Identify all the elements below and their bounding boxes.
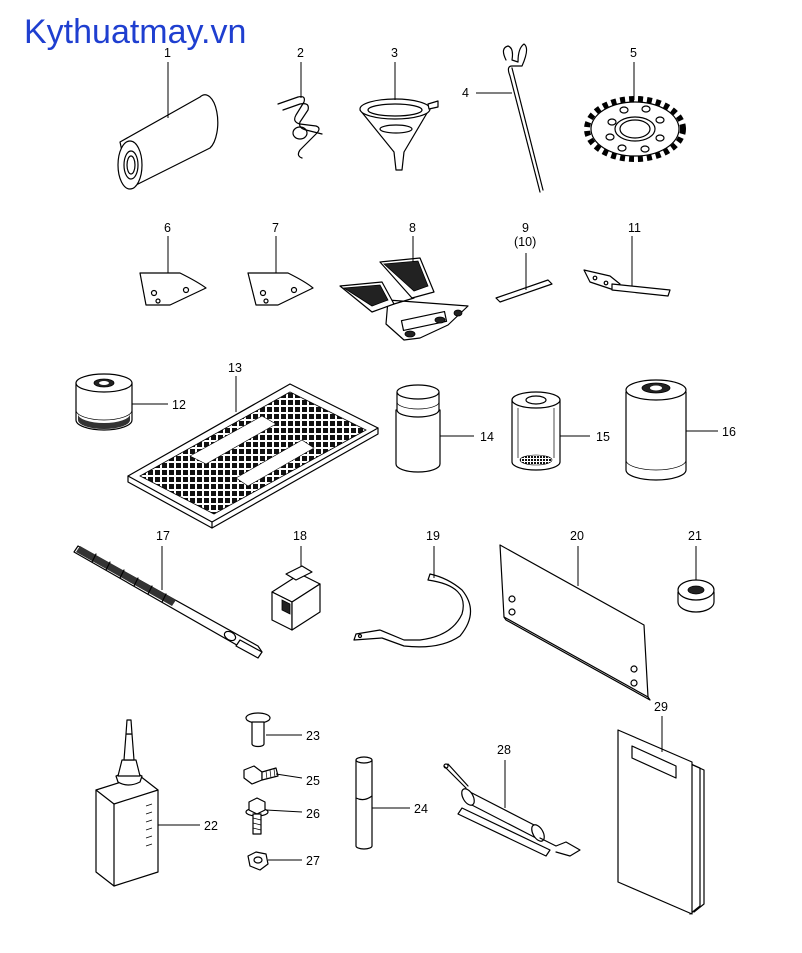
part-18-connector-block (271, 546, 321, 631)
part-7-blade-plate (247, 236, 314, 306)
label-part-20: 20 (570, 529, 584, 543)
label-part-12: 12 (172, 398, 186, 412)
part-22-oil-bottle (95, 719, 200, 887)
label-part-8: 8 (409, 221, 416, 235)
part-6-blade-plate (139, 236, 207, 306)
label-part-16: 16 (722, 425, 736, 439)
part-27-nut (247, 851, 302, 871)
part-24-tube-pipe (355, 756, 410, 850)
label-part-9: 9 (522, 221, 529, 235)
label-part-10: (10) (514, 235, 536, 249)
label-part-21: 21 (688, 529, 702, 543)
part-17-threaded-rod (73, 545, 263, 659)
label-part-14: 14 (480, 430, 494, 444)
part-23-rivet (245, 712, 302, 748)
label-part-22: 22 (204, 819, 218, 833)
part-5-sprocket (584, 62, 686, 162)
part-11-bracket-strip (583, 236, 671, 297)
part-29-manual-book (617, 716, 705, 915)
label-part-5: 5 (630, 46, 637, 60)
label-part-26: 26 (306, 807, 320, 821)
part-21-grommet (677, 546, 715, 613)
label-part-19: 19 (426, 529, 440, 543)
label-part-15: 15 (596, 430, 610, 444)
part-20-plate-panel (499, 544, 651, 701)
part-1-cylinder-sleeve (117, 62, 219, 190)
label-part-1: 1 (164, 46, 171, 60)
label-part-13: 13 (228, 361, 242, 375)
label-part-29: 29 (654, 700, 668, 714)
label-part-6: 6 (164, 221, 171, 235)
label-part-2: 2 (297, 46, 304, 60)
part-14-canister-filter (395, 384, 474, 473)
part-4-dipstick (476, 43, 544, 193)
label-part-3: 3 (391, 46, 398, 60)
label-part-23: 23 (306, 729, 320, 743)
part-8-guard-finger (339, 236, 469, 341)
part-9-shim-strip (495, 253, 553, 303)
part-12-oil-filter (75, 373, 168, 431)
label-part-17: 17 (156, 529, 170, 543)
part-13-perforated-screen (127, 376, 379, 529)
part-26-flange-bolt (245, 797, 303, 835)
part-25-bolt (243, 765, 303, 785)
label-part-28: 28 (497, 743, 511, 757)
label-part-25: 25 (306, 774, 320, 788)
label-part-27: 27 (306, 854, 320, 868)
part-28-grease-gun (443, 760, 581, 857)
label-part-24: 24 (414, 802, 428, 816)
watermark-text: Kythuatmay.vn (24, 13, 246, 51)
label-part-11: 11 (628, 221, 641, 235)
part-2-pin-clip (277, 62, 323, 159)
label-part-7: 7 (272, 221, 279, 235)
part-15-mesh-filter (511, 391, 590, 471)
part-16-spin-on-filter (625, 379, 718, 481)
part-3-funnel (359, 62, 439, 171)
part-19-spanner-wrench (353, 546, 472, 648)
label-part-18: 18 (293, 529, 307, 543)
label-part-4: 4 (462, 86, 469, 100)
